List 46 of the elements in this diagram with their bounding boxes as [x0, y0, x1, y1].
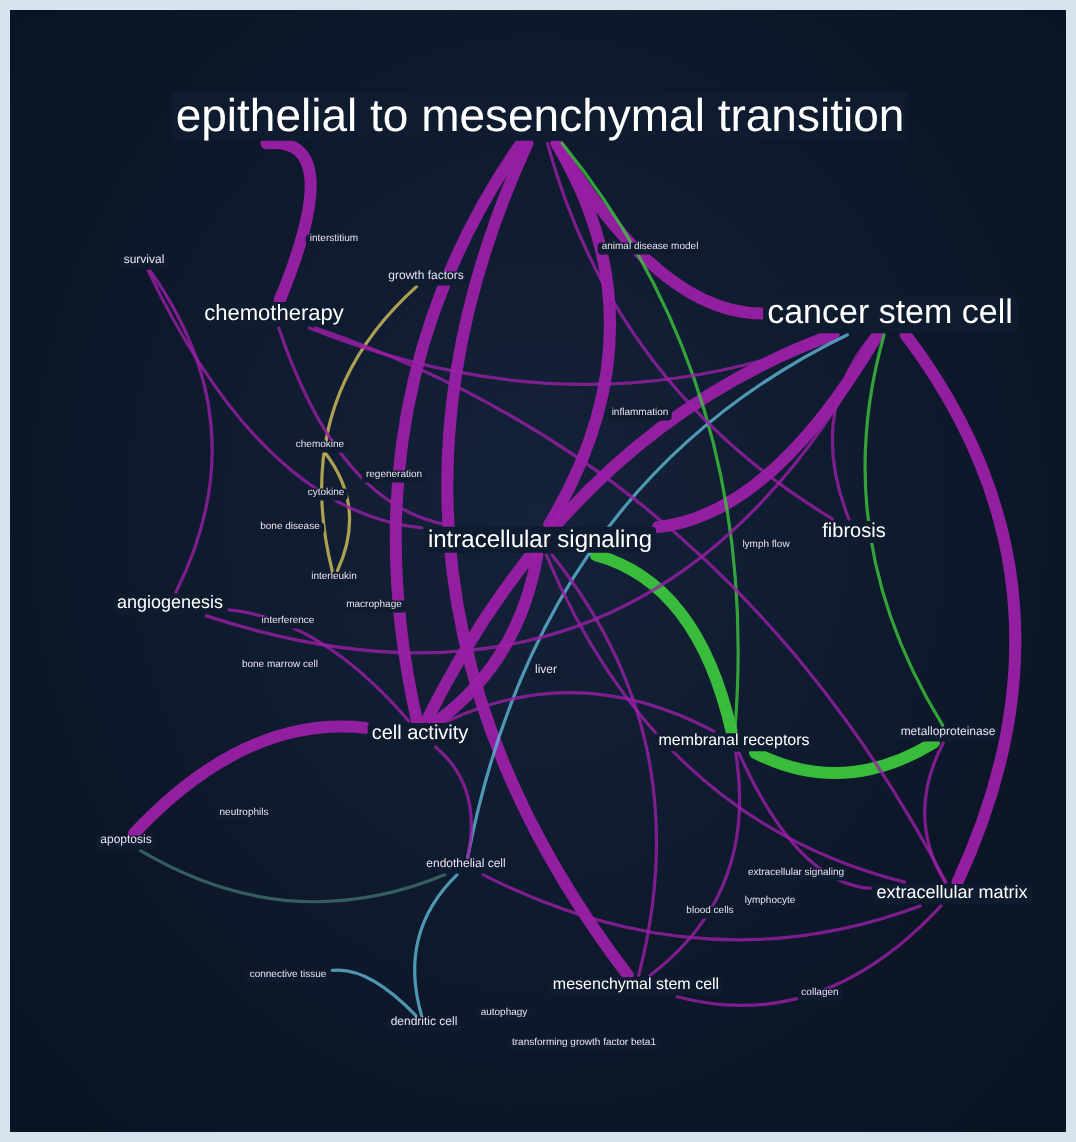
link-curve: [324, 451, 352, 573]
keyword-label: membranal receptors: [654, 733, 814, 751]
link-curve: [260, 137, 317, 306]
link-curve: [648, 751, 742, 977]
link-curve: [466, 333, 849, 859]
link-curve: [543, 137, 616, 531]
link-curve: [923, 741, 947, 884]
link-curve: [550, 553, 658, 977]
link-curve: [420, 328, 840, 727]
keyword-label: angiogenesis: [112, 594, 228, 614]
link-curve: [899, 328, 1022, 889]
link-curve: [434, 745, 473, 859]
link-curve: [481, 873, 922, 942]
link-curve: [307, 326, 840, 386]
keyword-label: cell activity: [367, 723, 473, 745]
link-curve: [431, 549, 544, 727]
link-curve: [652, 328, 884, 533]
link-curve: [446, 691, 716, 733]
keyword-label: mesenchymal stem cell: [548, 977, 724, 995]
link-curve: [320, 285, 419, 573]
link-curve: [589, 549, 738, 738]
link-curve: [545, 141, 835, 521]
keyword-label: chemotherapy: [200, 301, 348, 327]
link-curve: [128, 720, 372, 840]
link-curve: [675, 904, 943, 1007]
link-curve: [830, 333, 875, 521]
link-curve: [737, 751, 873, 890]
link-curve: [413, 873, 459, 1017]
link-curve: [560, 141, 740, 733]
keyword-label: epithelial to mesenchymal transition: [171, 90, 909, 142]
link-curve: [330, 968, 418, 1017]
link-curve: [148, 269, 214, 594]
link-curve: [313, 326, 948, 884]
link-curve: [204, 333, 881, 655]
link-curve: [863, 333, 945, 727]
link-curve: [544, 553, 907, 884]
link-curve: [749, 736, 940, 779]
keyword-label: intracellular signaling: [423, 526, 657, 554]
keyword-label: cancer stem cell: [763, 295, 1017, 333]
keyword-label: fibrosis: [818, 521, 890, 543]
link-curve: [390, 137, 528, 727]
keyword-label: extracellular matrix: [872, 884, 1032, 904]
link-curve: [441, 137, 634, 982]
link-curve: [146, 269, 424, 530]
link-curve: [138, 849, 447, 904]
link-curve: [277, 326, 450, 527]
